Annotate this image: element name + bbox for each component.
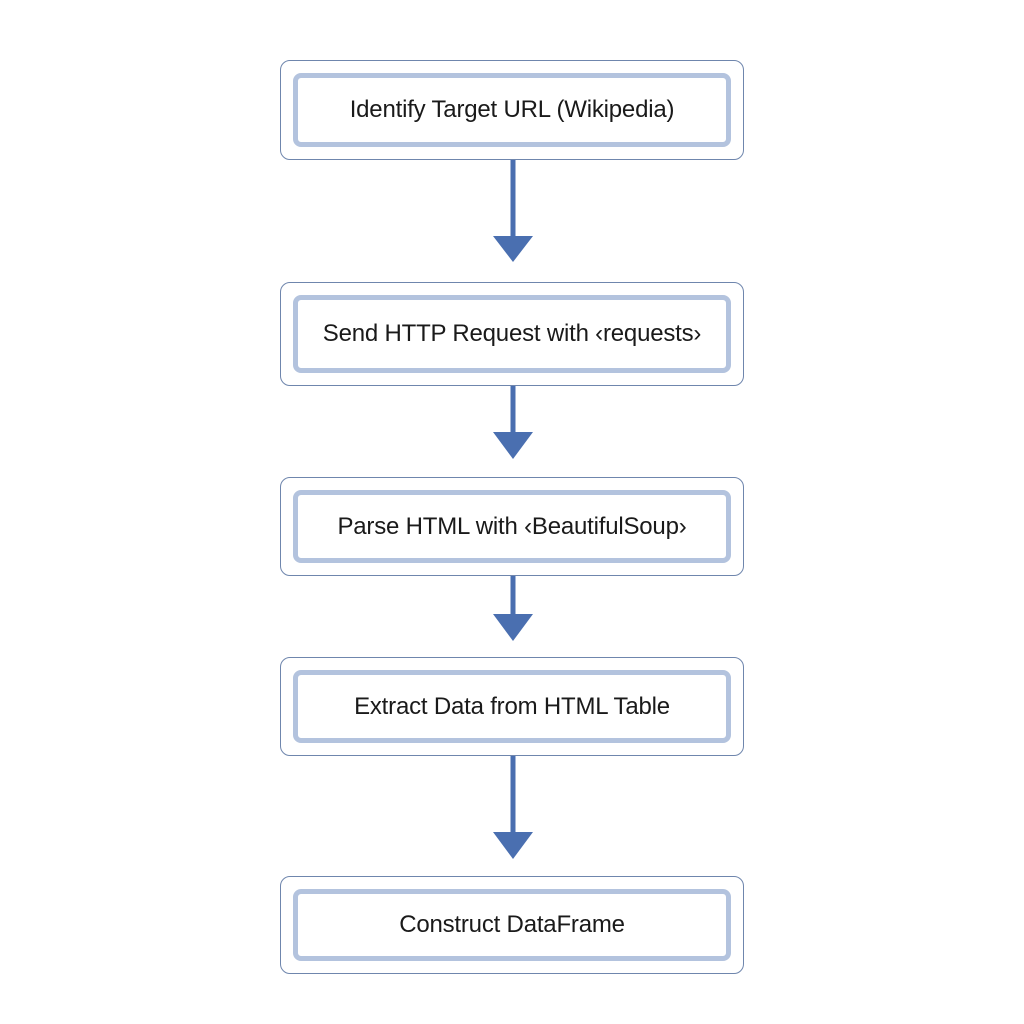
step-identify-target-url: Identify Target URL (Wikipedia) xyxy=(280,60,744,160)
step-label: Extract Data from HTML Table xyxy=(354,692,670,720)
step-construct-dataframe: Construct DataFrame xyxy=(280,876,744,974)
arrow-4-to-5 xyxy=(493,756,533,859)
step-extract-data: Extract Data from HTML Table xyxy=(280,657,744,756)
step-label: Parse HTML with ‹BeautifulSoup› xyxy=(337,512,687,540)
step-inner-frame: Construct DataFrame xyxy=(293,889,731,961)
step-inner-frame: Identify Target URL (Wikipedia) xyxy=(293,73,731,147)
arrow-2-to-3 xyxy=(493,386,533,459)
step-send-http-request: Send HTTP Request with ‹requests› xyxy=(280,282,744,386)
step-label: Send HTTP Request with ‹requests› xyxy=(322,320,702,347)
arrow-3-to-4 xyxy=(493,576,533,641)
step-label: Construct DataFrame xyxy=(399,911,625,938)
arrow-1-to-2 xyxy=(493,160,533,262)
step-inner-frame: Send HTTP Request with ‹requests› xyxy=(293,295,731,373)
step-inner-frame: Parse HTML with ‹BeautifulSoup› xyxy=(293,490,731,563)
step-inner-frame: Extract Data from HTML Table xyxy=(293,670,731,743)
step-parse-html: Parse HTML with ‹BeautifulSoup› xyxy=(280,477,744,576)
step-label: Identify Target URL (Wikipedia) xyxy=(349,96,675,123)
